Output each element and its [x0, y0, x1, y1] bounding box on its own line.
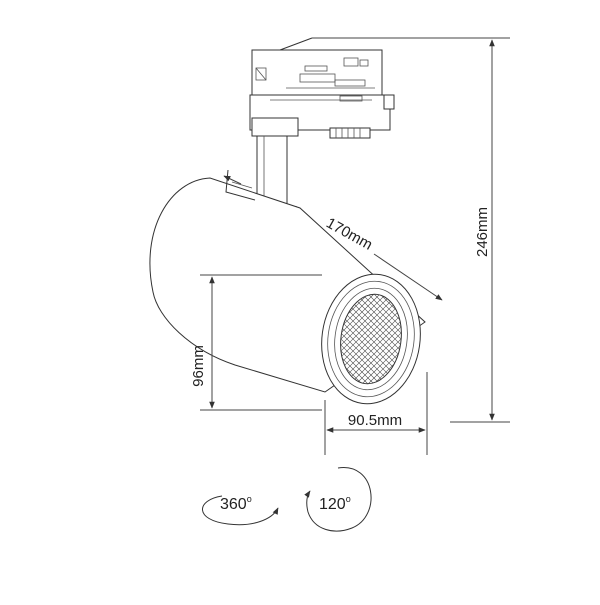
rotation-vertical: 120o — [304, 467, 372, 532]
lens-hatch-line — [335, 290, 407, 388]
lens-hatch-line — [335, 290, 407, 382]
lamp-body — [149, 169, 426, 405]
lens-hatch-line — [335, 290, 407, 358]
rotation-vertical-unit: o — [346, 494, 351, 504]
rotation-horizontal-value: 360 — [220, 496, 247, 513]
lens-hatch-line — [335, 314, 407, 388]
lens-hatch-line — [335, 290, 407, 376]
height-label: 246mm — [474, 207, 491, 257]
lens-hatch-line — [335, 296, 407, 388]
dimension-height: 246mm — [312, 37, 510, 423]
lens-hatch-line — [335, 320, 407, 388]
lens-hatch-line — [335, 302, 407, 388]
front-diameter-label: 90.5mm — [348, 412, 402, 429]
lens-hatch-line — [335, 290, 407, 370]
dimension-body-diameter: 96mm — [190, 274, 322, 411]
dimension-front-diameter: 90.5mm — [324, 372, 428, 455]
body-diameter-label: 96mm — [190, 345, 207, 387]
track-adapter — [249, 37, 395, 139]
svg-text:120o: 120o — [319, 494, 351, 513]
lens-hatch-line — [335, 290, 407, 388]
lens-hatch-line — [335, 290, 407, 388]
rotation-vertical-value: 120 — [319, 496, 346, 513]
lens-hatch-line — [335, 290, 407, 388]
rotation-horizontal-unit: o — [247, 494, 252, 504]
svg-text:360o: 360o — [220, 494, 252, 513]
rotate-vertical-arrow-icon — [304, 467, 372, 532]
lens-hatch-line — [335, 290, 407, 388]
rotate-horizontal-arrow-icon — [202, 495, 279, 526]
lens-hatch-line — [335, 308, 407, 388]
rotation-horizontal: 360o — [202, 494, 279, 526]
terminal-pins — [329, 127, 371, 139]
lens-hatch-line — [335, 290, 407, 364]
